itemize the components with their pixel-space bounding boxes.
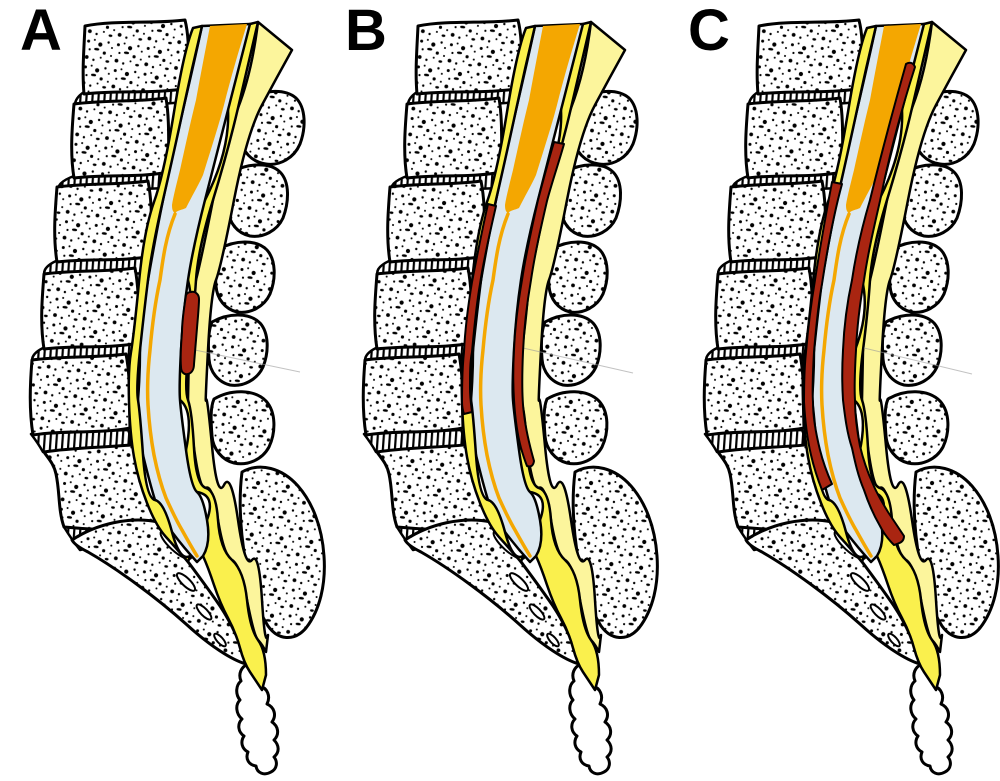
hematoma-b xyxy=(461,141,565,468)
panel-a: A xyxy=(0,0,333,781)
panel-label-c: C xyxy=(688,0,730,63)
pointer-hairline xyxy=(194,349,301,373)
hematoma-a xyxy=(179,290,200,376)
posterior-hematoma-shape xyxy=(841,61,916,546)
spine-illustration-c xyxy=(702,18,1000,776)
anterior-hematoma-shape xyxy=(803,181,843,491)
spine-illustration-b xyxy=(361,18,660,776)
anterior-hematoma-shape xyxy=(461,203,497,415)
posterior-hematoma-shape xyxy=(512,141,565,468)
panel-b: B xyxy=(333,0,666,781)
panel-label-b: B xyxy=(345,0,387,63)
spine-illustration-a xyxy=(28,18,327,776)
pointer-hairline xyxy=(863,347,973,375)
panel-label-a: A xyxy=(20,0,62,63)
pointer-hairline xyxy=(522,347,634,374)
hematoma-c xyxy=(803,61,916,546)
panel-c: C xyxy=(666,0,1000,781)
posterior-hematoma-shape xyxy=(179,290,200,376)
